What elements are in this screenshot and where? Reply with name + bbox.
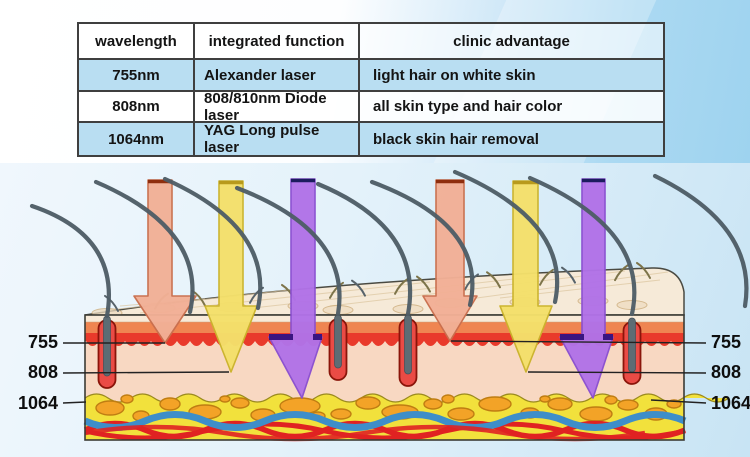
depth-label-1064-right: 1064	[711, 393, 750, 413]
function-value: Alexander laser	[204, 66, 316, 84]
hair-follicles	[97, 314, 642, 389]
hairs	[29, 169, 749, 319]
cell-advantage: all skin type and hair color	[360, 92, 663, 123]
depth-label-755-left: 755	[28, 332, 58, 352]
cell-wavelength: 755nm	[79, 60, 195, 92]
depth-label-755-right: 755	[711, 332, 741, 352]
header-label: integrated function	[208, 32, 345, 50]
depth-label-1064-left: 1064	[18, 393, 58, 413]
header-label: wavelength	[95, 32, 177, 50]
cell-function: 808/810nm Diode laser	[195, 89, 360, 124]
laser-arrows	[133, 178, 614, 399]
cell-function: Alexander laser	[195, 60, 360, 92]
header-label: clinic advantage	[453, 32, 570, 50]
header-advantage: clinic advantage	[360, 24, 663, 60]
function-value: YAG Long pulse laser	[204, 122, 320, 156]
depth-label-808-right: 808	[711, 362, 741, 382]
depth-label-808-left: 808	[28, 362, 58, 382]
depth-leader-lines	[62, 340, 707, 404]
function-value: 808/810nm Diode laser	[204, 89, 327, 124]
header-function: integrated function	[195, 24, 360, 60]
cell-wavelength: 808nm	[79, 92, 195, 123]
advantage-value: black skin hair removal	[373, 130, 539, 148]
cell-wavelength: 1064nm	[79, 123, 195, 155]
advantage-value: all skin type and hair color	[373, 98, 563, 115]
skin-block	[83, 261, 730, 442]
wavelength-table: wavelength integrated function clinic ad…	[77, 22, 665, 157]
cell-advantage: black skin hair removal	[360, 123, 663, 155]
wavelength-value: 755nm	[112, 66, 160, 84]
cell-function: YAG Long pulse laser	[195, 122, 360, 156]
wavelength-value: 1064nm	[108, 130, 164, 148]
advantage-value: light hair on white skin	[373, 66, 536, 84]
header-wavelength: wavelength	[79, 24, 195, 60]
cell-advantage: light hair on white skin	[360, 60, 663, 92]
wavelength-value: 808nm	[112, 98, 160, 115]
